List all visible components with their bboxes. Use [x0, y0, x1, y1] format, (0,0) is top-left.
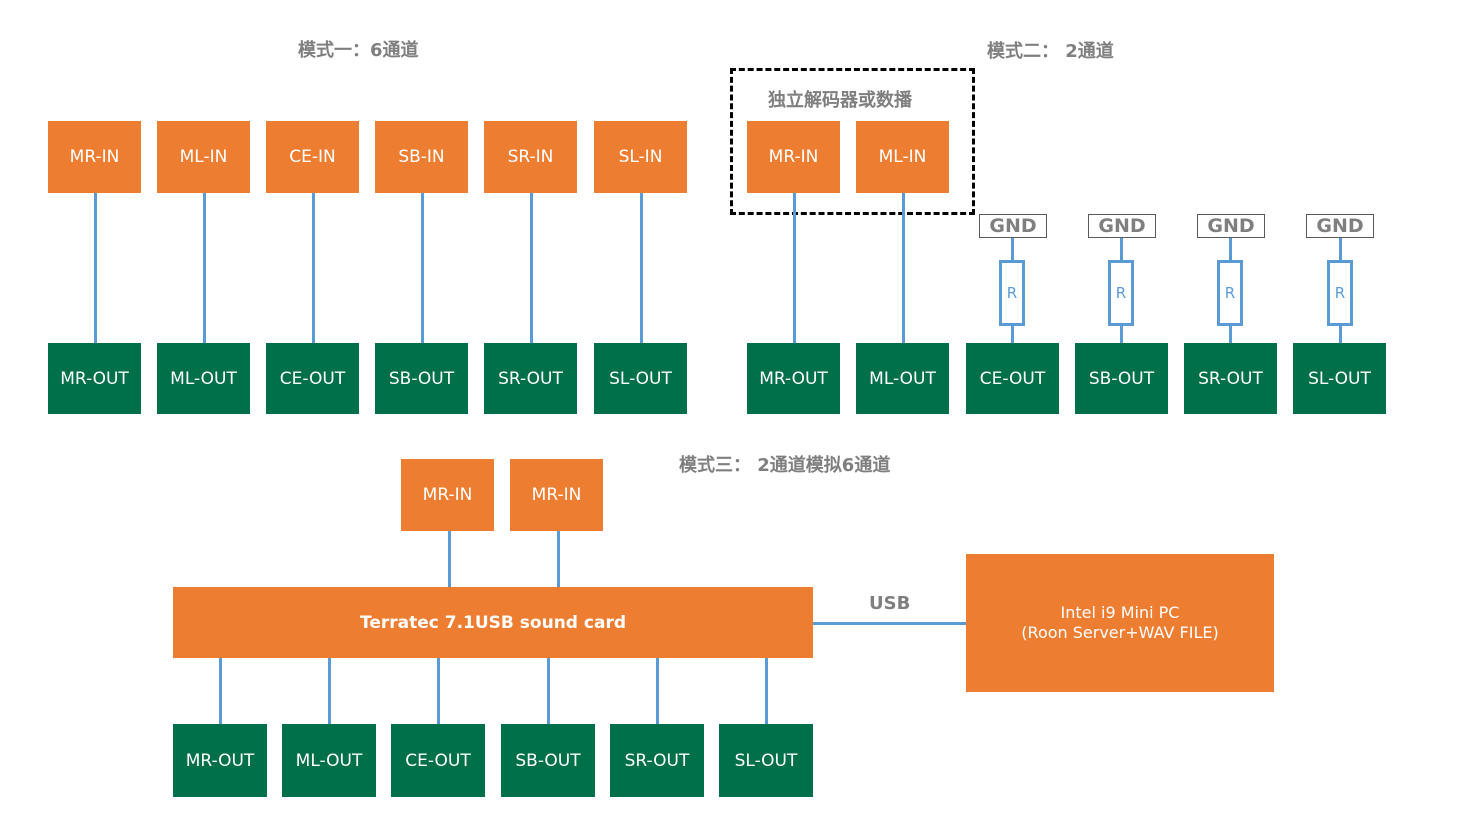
usb-connector [813, 622, 966, 625]
mode2-output-sr: SR-OUT [1184, 343, 1277, 414]
gnd-label: GND [1088, 214, 1156, 238]
mode1-output-mr: MR-OUT [48, 343, 141, 414]
mode2-output-sl: SL-OUT [1293, 343, 1386, 414]
mode1-connector [640, 193, 643, 344]
mode1-input-sr: SR-IN [484, 121, 577, 193]
mode3-output-mr: MR-OUT [173, 724, 267, 797]
mode3-output-sl: SL-OUT [719, 724, 813, 797]
resistor-symbol: R [999, 260, 1025, 326]
mode2-title: 模式二： 2通道 [987, 41, 1114, 62]
mode1-connector [421, 193, 424, 344]
mode2-input-mr: MR-IN [747, 121, 840, 193]
mode1-output-ml: ML-OUT [157, 343, 250, 414]
mode1-output-sr: SR-OUT [484, 343, 577, 414]
decoder-label: 独立解码器或数播 [768, 90, 912, 111]
mode1-output-sb: SB-OUT [375, 343, 468, 414]
mode3-output-connector [219, 658, 222, 724]
gnd-label: GND [1197, 214, 1265, 238]
mode3-output-ml: ML-OUT [282, 724, 376, 797]
mode1-input-mr: MR-IN [48, 121, 141, 193]
mode2-connector [902, 193, 905, 344]
mode2-output-ml: ML-OUT [856, 343, 949, 414]
mode3-output-connector [547, 658, 550, 724]
mode3-input-2: MR-IN [510, 459, 603, 531]
mode1-connector [203, 193, 206, 344]
mode2-output-ce: CE-OUT [966, 343, 1059, 414]
gnd-label: GND [979, 214, 1047, 238]
mode1-input-sl: SL-IN [594, 121, 687, 193]
mode1-connector [312, 193, 315, 344]
mode1-input-ce: CE-IN [266, 121, 359, 193]
mini-pc-software: (Roon Server+WAV FILE) [1021, 623, 1219, 642]
mode1-connector [530, 193, 533, 344]
mode3-title: 模式三： 2通道模拟6通道 [679, 455, 891, 476]
mode3-output-ce: CE-OUT [391, 724, 485, 797]
mode1-title: 模式一：6通道 [298, 40, 419, 61]
gnd-label: GND [1306, 214, 1374, 238]
mode2-output-sb: SB-OUT [1075, 343, 1168, 414]
decoder-dashed-frame [730, 68, 975, 215]
mode3-output-connector [656, 658, 659, 724]
mini-pc-box: Intel i9 Mini PC (Roon Server+WAV FILE) [966, 554, 1274, 692]
mode1-connector [94, 193, 97, 344]
sound-card-box: Terratec 7.1USB sound card [173, 587, 813, 658]
mode1-input-sb: SB-IN [375, 121, 468, 193]
mode2-connector [793, 193, 796, 344]
resistor-symbol: R [1217, 260, 1243, 326]
resistor-symbol: R [1327, 260, 1353, 326]
mode3-output-connector [328, 658, 331, 724]
resistor-symbol: R [1108, 260, 1134, 326]
mode3-output-sr: SR-OUT [610, 724, 704, 797]
mode1-input-ml: ML-IN [157, 121, 250, 193]
mode2-input-ml: ML-IN [856, 121, 949, 193]
mode3-input-1: MR-IN [401, 459, 494, 531]
mode3-output-sb: SB-OUT [501, 724, 595, 797]
mini-pc-name: Intel i9 Mini PC [1060, 603, 1180, 622]
mode3-input-connector [557, 531, 560, 587]
mode2-output-mr: MR-OUT [747, 343, 840, 414]
mode3-output-connector [765, 658, 768, 724]
mode3-input-connector [448, 531, 451, 587]
mode3-output-connector [437, 658, 440, 724]
mode1-output-sl: SL-OUT [594, 343, 687, 414]
usb-label: USB [869, 593, 911, 614]
mode1-output-ce: CE-OUT [266, 343, 359, 414]
